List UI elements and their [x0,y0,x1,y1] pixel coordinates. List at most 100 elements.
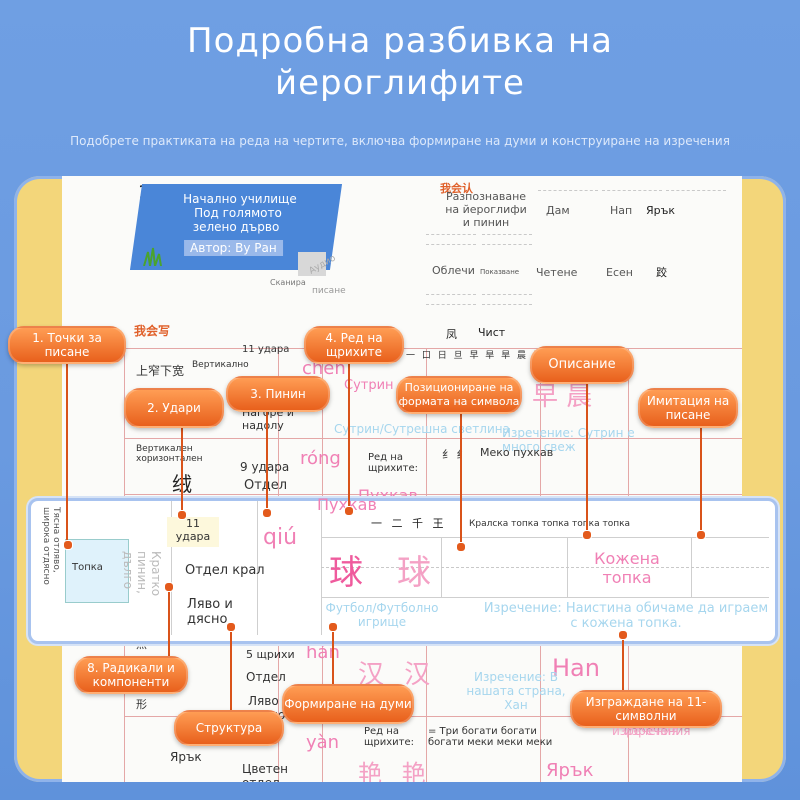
callout-radicals: 8. Радикали и компоненти [74,656,188,694]
callout-word-forming: Формиране на думи [282,684,414,724]
row3-side-label-2: 形 [136,698,147,711]
leader-line-7 [700,424,702,534]
writing-label: писане [312,286,346,296]
callout-sentence-building-label: Изграждане на 11-символни [585,695,707,723]
row3-word: Han [552,654,600,682]
leader-line-11 [622,634,624,694]
callout-writing-points: 1. Точки за писане [8,326,126,364]
row3-side-label: 点 [136,638,147,651]
zoom-char-1: 球 [329,553,363,593]
word-2: Нап [610,204,633,217]
word-7: Есен [606,266,633,279]
leader-dot-10 [328,622,338,632]
zoom-sentence: Изречение: Наистина обичаме да играем с … [483,601,769,631]
zoomed-row: Тясна отляво, широка отдясно Топка Кратк… [28,495,778,644]
leader-line-1 [66,360,68,544]
leader-dot-1 [63,540,73,550]
row2-pinyin: róng [300,448,341,469]
row3-struct: Отдел [246,670,286,684]
row1-sentence: Сутрин/Сутрешна светлина [334,422,510,436]
row2-side-text: Вертикален хоризонтален [136,444,203,464]
row4-word: Ярък [546,760,594,781]
leader-line-10 [332,626,334,686]
title-line-2: йероглифите [275,63,525,103]
recognize-heading-3: и пинин [462,216,510,229]
row1-type: Вертикално [192,360,249,370]
row2-order: 纟 纟 [442,448,468,461]
lesson-author: Автор: Ву Ран [183,240,283,256]
zoom-radical-box: Топка [65,539,129,603]
callout-imitation: Имитация на писане [638,388,738,428]
lesson-title-2: Под голямото [194,206,282,220]
write-badge: 我会写 [134,324,171,338]
zoom-side-text-2: Кратко пинин, дълго [121,551,163,597]
page-subtitle: Подобрете практиката на реда на чертите,… [70,134,730,148]
word-10: Чист [478,326,506,339]
leader-line-9 [230,626,232,714]
row1-chars: 早 晨 [532,382,593,412]
leader-line-5 [460,412,462,546]
row1-word: Сутрин [344,378,394,393]
callout-shape-position: Позициониране на формата на символа [396,376,522,414]
word-5: Показване [480,268,520,276]
row1-idiom: Изречение: Сутрин е много свеж [502,426,635,454]
row2-strokes: 9 удара [240,460,290,474]
row1-side-label: 上窄下宽 [136,364,185,378]
leader-dot-8 [164,582,174,592]
leader-line-8 [168,586,170,662]
zoom-pinyin: qiú [263,525,298,550]
zoom-radical-label: Топка [72,562,103,573]
zoom-word: Кожена топка [594,549,660,587]
row1-strokes: 11 удара [242,344,290,355]
lesson-title-3: зелено дърво [192,220,280,234]
leader-dot-9 [226,622,236,632]
zoom-strokes: 11 удара [167,517,219,547]
callout-structure: Структура [174,710,284,746]
zoom-radical: Отдел крал [185,563,265,578]
row4-order: = Три богати богати богати меки меки мек… [428,726,553,748]
word-1: Дам [546,204,570,217]
row3-strokes: 5 щрихи [246,648,295,661]
row4-pinyin: yàn [306,732,340,753]
zoom-word-sub: Футбол/Футболно игрище [325,601,439,629]
recognize-heading: Разпознаване на йероглифи и пинин [436,190,536,229]
row4-order-label: Ред на щрихите: [364,726,415,748]
row4-struct: Цветен отдел [242,762,288,782]
leader-line-6 [586,384,588,534]
row1-stroke-seq: 一 口 日 旦 早 旱 旱 晨 晨 [406,351,544,361]
callout-description: Описание [530,346,634,384]
leader-line-3 [266,410,268,512]
page-title: Подробна разбивка на йероглифите [0,20,800,104]
leader-dot-11 [618,630,628,640]
callout-pinyin: 3. Пинин [226,376,330,412]
word-8: 跤 [656,266,667,279]
row3-pinyin: hàn [306,642,340,663]
row2-word: Меко пухкав [480,446,554,459]
callout-sentence-building: Изграждане на 11-символни [570,690,722,728]
recognize-heading-1: Разпознаване [445,190,527,203]
recognize-heading-2: на йероглифи [445,203,527,216]
leader-line-4 [348,362,350,510]
leader-dot-4 [344,506,354,516]
word-9: 凤 [446,328,457,341]
qr-code-icon[interactable] [298,252,326,276]
lesson-title-1: Начално училище [183,192,297,206]
grass-icon [142,246,164,267]
leader-dot-2 [177,510,187,520]
word-6: Четене [536,266,578,279]
callout-sentence-sub: изречения [612,724,679,738]
row4-chars: 艳 艳 [358,760,432,782]
word-4: Облечи [432,264,475,277]
zoom-label: Пухкав [317,495,377,514]
zoom-order: 一 二 千 王 [371,517,447,530]
callout-strokes: 2. Удари [124,388,224,428]
zoom-order-desc: Кралска топка топка топка топка [469,519,631,529]
leader-dot-3 [262,508,272,518]
leader-dot-5 [456,542,466,552]
scan-label: Сканира [270,278,306,287]
leader-line-2 [181,428,183,514]
recognize-badge: 我会认 [440,182,473,195]
callout-stroke-order: 4. Ред на щрихите [304,326,404,364]
word-3: Ярък [646,204,676,217]
zoom-char-2: 球 [397,553,431,593]
